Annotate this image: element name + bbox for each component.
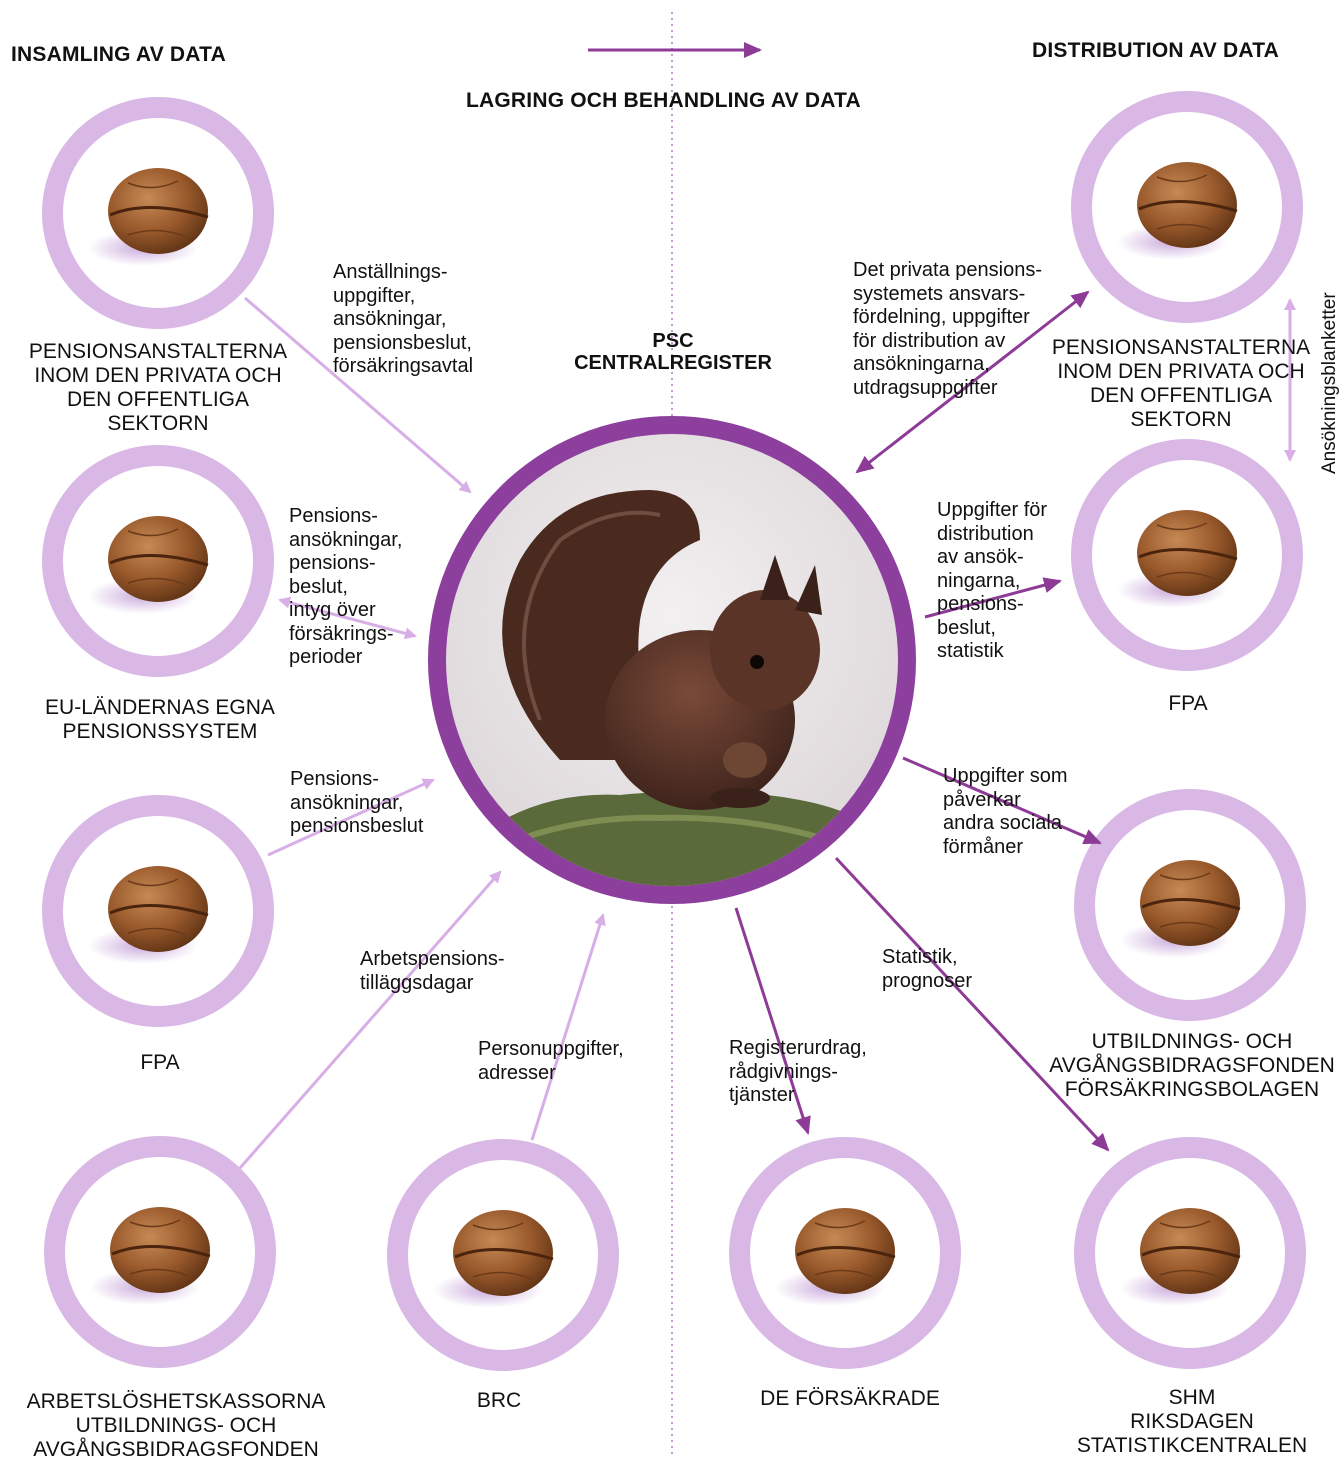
flow-label-personal-data: Personuppgifter, adresser	[478, 1038, 624, 1085]
destination-label-insured: DE FÖRSÄKRADE	[760, 1387, 940, 1411]
flow-label-employment-data: Anställnings- uppgifter, ansökningar, pe…	[333, 261, 473, 379]
heading-distribution: DISTRIBUTION AV DATA	[1032, 39, 1279, 63]
source-node-brc	[387, 1139, 619, 1371]
arrow-brc-to-center	[532, 915, 603, 1140]
destination-node-education-insurance	[1074, 789, 1306, 1021]
destination-node-insured	[729, 1137, 961, 1369]
flow-label-fpa-applications: Pensions- ansökningar, pensionsbeslut	[290, 768, 423, 839]
flow-label-eu-applications: Pensions- ansökningar, pensions- beslut,…	[289, 505, 402, 670]
destination-node-shm-parliament-statistics	[1074, 1137, 1306, 1369]
source-label-brc: BRC	[477, 1389, 521, 1413]
center-register	[428, 416, 916, 904]
source-label-pension-institutions: PENSIONSANSTALTERNA INOM DEN PRIVATA OCH…	[29, 340, 287, 436]
flow-label-fpa-distribution: Uppgifter för distribution av ansök- nin…	[937, 499, 1047, 664]
arrow-center-to-shm	[836, 858, 1108, 1150]
destination-node-fpa	[1071, 439, 1303, 671]
flow-label-statistics: Statistik, prognoser	[882, 946, 972, 993]
source-node-unemployment-funds	[44, 1136, 276, 1368]
heading-collection: INSAMLING AV DATA	[11, 43, 226, 67]
source-node-pension-institutions	[42, 97, 274, 329]
flow-label-private-pension-system: Det privata pensions- systemets ansvars-…	[853, 259, 1042, 400]
source-label-eu-pension-systems: EU-LÄNDERNAS EGNA PENSIONSSYSTEM	[45, 696, 275, 744]
destination-label-fpa: FPA	[1168, 692, 1207, 716]
flow-label-register-extract: Registerurdrag, rådgivnings- tjänster	[729, 1037, 867, 1108]
destination-label-education-insurance: UTBILDNINGS- OCH AVGÅNGSBIDRAGSFONDEN FÖ…	[1049, 1030, 1335, 1102]
destination-label-pension-institutions: PENSIONSANSTALTERNA INOM DEN PRIVATA OCH…	[1052, 336, 1310, 432]
flow-label-application-forms: Ansökningsblanketter	[1319, 292, 1341, 474]
source-node-fpa	[42, 795, 274, 1027]
flow-label-social-benefits: Uppgifter som påverkar andra sociala för…	[943, 765, 1068, 859]
heading-storage: LAGRING OCH BEHANDLING AV DATA	[466, 89, 861, 113]
destination-label-shm-parliament-statistics: SHM RIKSDAGEN STATISTIKCENTRALEN	[1077, 1386, 1307, 1458]
source-label-unemployment-funds: ARBETSLÖSHETSKASSORNA UTBILDNINGS- OCH A…	[27, 1390, 326, 1462]
destination-node-pension-institutions	[1071, 91, 1303, 323]
flow-label-supplement-days: Arbetspensions- tilläggsdagar	[360, 948, 505, 995]
arrow-unemployment-funds-to-center	[240, 872, 500, 1168]
source-label-fpa: FPA	[140, 1051, 179, 1075]
center-title: PSC CENTRALREGISTER	[574, 330, 772, 374]
source-node-eu-pension-systems	[42, 445, 274, 677]
